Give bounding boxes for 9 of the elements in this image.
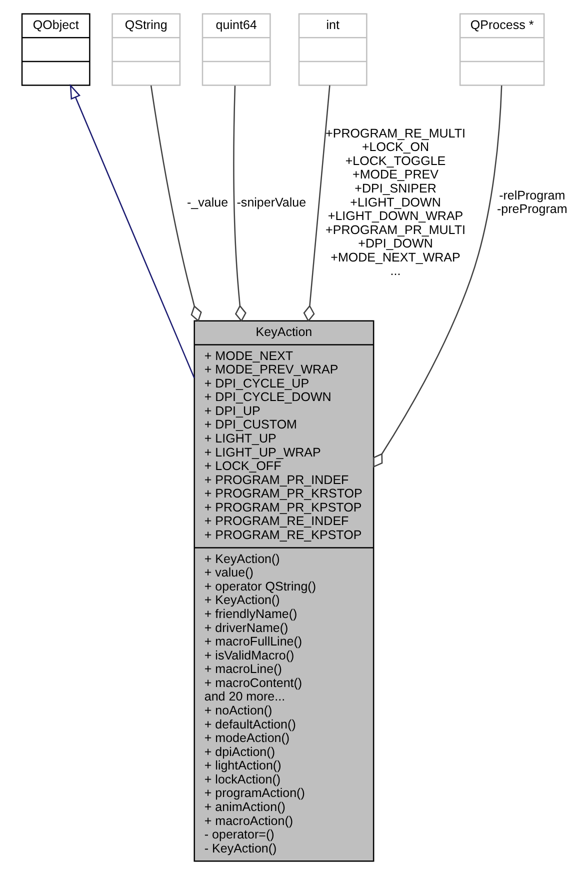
- connector: [372, 85, 502, 468]
- edge-label: -relProgram -preProgram: [496, 188, 567, 216]
- edge-label: -_value: [186, 195, 228, 210]
- connector: [302, 85, 330, 322]
- connector: [232, 86, 246, 322]
- arrow: [69, 84, 194, 378]
- edge-label: -sniperValue: [236, 195, 306, 210]
- edge-label: +PROGRAM_RE_MULTI +LOCK_ON +LOCK_TOGGLE +MODE_PREV +DPI_SNIPER +LIGHT_DOWN +LIGHT_DOWN_WRAP +PROGRAM_PR_MULTI +DPI_DOWN +MODE_NEXT_WRAP ...: [325, 126, 465, 278]
- connector: [150, 85, 202, 322]
